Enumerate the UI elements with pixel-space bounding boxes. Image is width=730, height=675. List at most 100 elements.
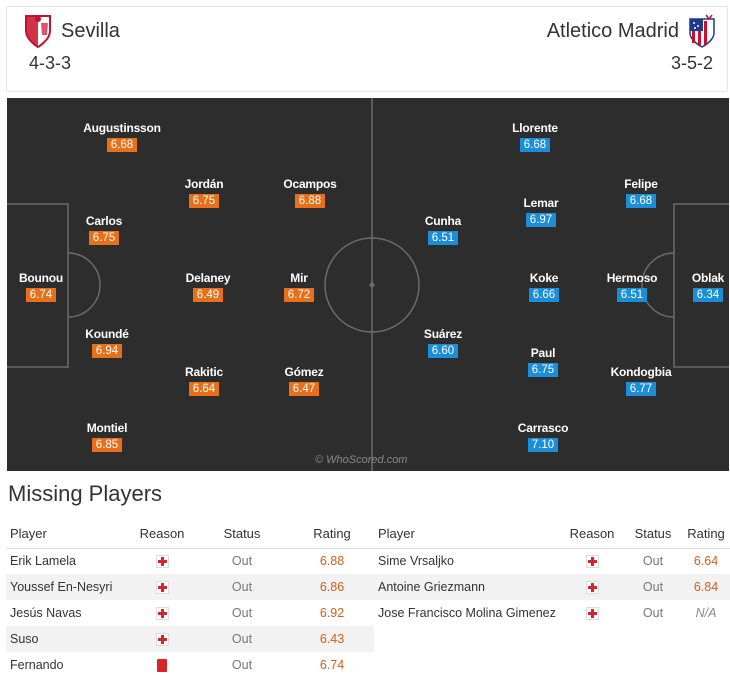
player-gomez[interactable]: Gómez 6.47 — [284, 365, 324, 396]
player-carlos[interactable]: Carlos 6.75 — [85, 214, 123, 245]
col-reason[interactable]: Reason — [560, 520, 624, 549]
player-koke[interactable]: Koke 6.66 — [528, 271, 560, 302]
col-player[interactable]: Player — [6, 520, 130, 549]
rating-cell: 6.92 — [319, 606, 345, 620]
table-row[interactable]: Jose Francisco Molina Gimenez Out N/A — [374, 600, 730, 626]
table-row[interactable]: Antoine Griezmann Out 6.84 — [374, 574, 730, 600]
player-name[interactable]: Jesús Navas — [10, 606, 82, 620]
table-row[interactable]: Sime Vrsaljko Out 6.64 — [374, 548, 730, 574]
table-row[interactable]: Youssef En-Nesyri Out 6.86 — [6, 574, 374, 600]
player-rating: 6.68 — [625, 194, 657, 208]
reason-cell — [560, 600, 624, 626]
status-cell: Out — [194, 574, 290, 600]
missing-players-title: Missing Players — [8, 481, 163, 506]
player-rating: 6.51 — [616, 288, 648, 302]
table-row[interactable]: Erik Lamela Out 6.88 — [6, 548, 374, 574]
injury-icon — [585, 555, 599, 569]
player-rating: 6.51 — [427, 231, 459, 245]
player-name[interactable]: Erik Lamela — [10, 554, 76, 569]
status-cell: Out — [194, 626, 290, 652]
player-kondogbia[interactable]: Kondogbia 6.77 — [610, 365, 672, 396]
injury-icon — [585, 607, 599, 621]
player-ocampos[interactable]: Ocampos 6.88 — [283, 177, 337, 208]
player-rating: 6.72 — [283, 288, 315, 302]
rating-cell: 6.84 — [682, 574, 730, 600]
away-team[interactable]: Atletico Madrid — [539, 13, 717, 49]
pitch-lines — [7, 98, 729, 471]
reason-cell — [560, 574, 624, 600]
rating-cell: 6.64 — [693, 554, 719, 569]
reason-cell — [130, 626, 194, 652]
player-rating: 6.94 — [91, 344, 123, 358]
status-cell: Out — [231, 554, 253, 569]
player-kounde[interactable]: Koundé 6.94 — [85, 327, 129, 358]
player-lemar[interactable]: Lemar 6.97 — [523, 196, 559, 227]
player-name[interactable]: Antoine Griezmann — [374, 574, 560, 600]
pitch: Augustinsson 6.68 Jordán 6.75 Ocampos 6.… — [7, 98, 729, 471]
player-augustinsson[interactable]: Augustinsson 6.68 — [83, 121, 161, 152]
reason-cell — [130, 574, 194, 600]
player-rating: 6.68 — [519, 138, 551, 152]
player-cunha[interactable]: Cunha 6.51 — [424, 214, 462, 245]
player-rating: 6.85 — [91, 438, 123, 452]
table-header-row: Player Reason Status Rating — [374, 520, 730, 549]
status-cell: Out — [231, 658, 253, 672]
status-cell: Out — [642, 554, 664, 569]
status-cell: Out — [642, 606, 664, 620]
home-team[interactable]: Sevilla — [23, 13, 128, 49]
player-rating: 6.74 — [25, 288, 57, 302]
player-hermoso[interactable]: Hermoso 6.51 — [606, 271, 658, 302]
player-name[interactable]: Jose Francisco Molina Gimenez — [378, 606, 556, 620]
player-delaney[interactable]: Delaney 6.49 — [185, 271, 231, 302]
status-cell: Out — [231, 606, 253, 620]
player-name[interactable]: Youssef En-Nesyri — [6, 574, 130, 600]
col-reason[interactable]: Reason — [130, 520, 194, 549]
player-name[interactable]: Suso — [6, 626, 130, 652]
player-montiel[interactable]: Montiel 6.85 — [86, 421, 128, 452]
player-rating: 6.47 — [288, 382, 320, 396]
player-suarez[interactable]: Suárez 6.60 — [423, 327, 463, 358]
player-paul[interactable]: Paul 6.75 — [498, 346, 588, 378]
player-name[interactable]: Sime Vrsaljko — [378, 554, 454, 569]
away-missing-table: Player Reason Status Rating Sime Vrsaljk… — [374, 520, 730, 626]
reason-cell — [130, 600, 194, 626]
player-llorente[interactable]: Llorente 6.68 — [512, 121, 558, 152]
home-team-name: Sevilla — [61, 19, 120, 42]
player-rating: 6.75 — [527, 363, 559, 377]
sevilla-crest-icon — [23, 13, 53, 49]
player-jordan[interactable]: Jordán 6.75 — [184, 177, 224, 208]
watermark: © WhoScored.com — [315, 454, 408, 466]
reason-cell — [560, 548, 624, 574]
player-rating: 6.60 — [427, 344, 459, 358]
player-felipe[interactable]: Felipe 6.68 — [624, 177, 658, 208]
table-row[interactable]: Suso Out 6.43 — [6, 626, 374, 652]
player-rating: 6.75 — [88, 231, 120, 245]
player-rating: 6.88 — [294, 194, 326, 208]
player-name[interactable]: Fernando — [10, 658, 64, 672]
match-header: Sevilla 4-3-3 Atletico Madrid 3-5-2 — [6, 6, 728, 92]
player-oblak[interactable]: Oblak 6.34 — [691, 271, 725, 302]
home-missing-table: Player Reason Status Rating Erik Lamela … — [6, 520, 374, 675]
player-rakitic[interactable]: Rakitic 6.64 — [185, 365, 223, 396]
player-rating: 6.66 — [528, 288, 560, 302]
player-bounou[interactable]: Bounou 6.74 — [18, 271, 64, 302]
col-player[interactable]: Player — [374, 520, 560, 549]
red-card-icon — [157, 659, 167, 673]
away-formation: 3-5-2 — [670, 53, 713, 73]
table-row[interactable]: Jesús Navas Out 6.92 — [6, 600, 374, 626]
player-mir[interactable]: Mir 6.72 — [254, 271, 344, 303]
table-row[interactable]: Fernando Out 6.74 — [6, 652, 374, 675]
col-status[interactable]: Status — [624, 520, 682, 549]
col-status[interactable]: Status — [194, 520, 290, 549]
player-rating: 6.49 — [192, 288, 224, 302]
atletico-crest-icon — [687, 13, 717, 49]
reason-cell — [130, 652, 194, 675]
status-cell: Out — [624, 574, 682, 600]
rating-cell: 6.43 — [290, 626, 374, 652]
player-carrasco[interactable]: Carrasco 7.10 — [517, 421, 569, 452]
home-formation: 4-3-3 — [29, 53, 72, 73]
col-rating[interactable]: Rating — [682, 520, 730, 549]
col-rating[interactable]: Rating — [290, 520, 374, 549]
player-rating: 6.75 — [188, 194, 220, 208]
player-rating: 7.10 — [527, 438, 559, 452]
